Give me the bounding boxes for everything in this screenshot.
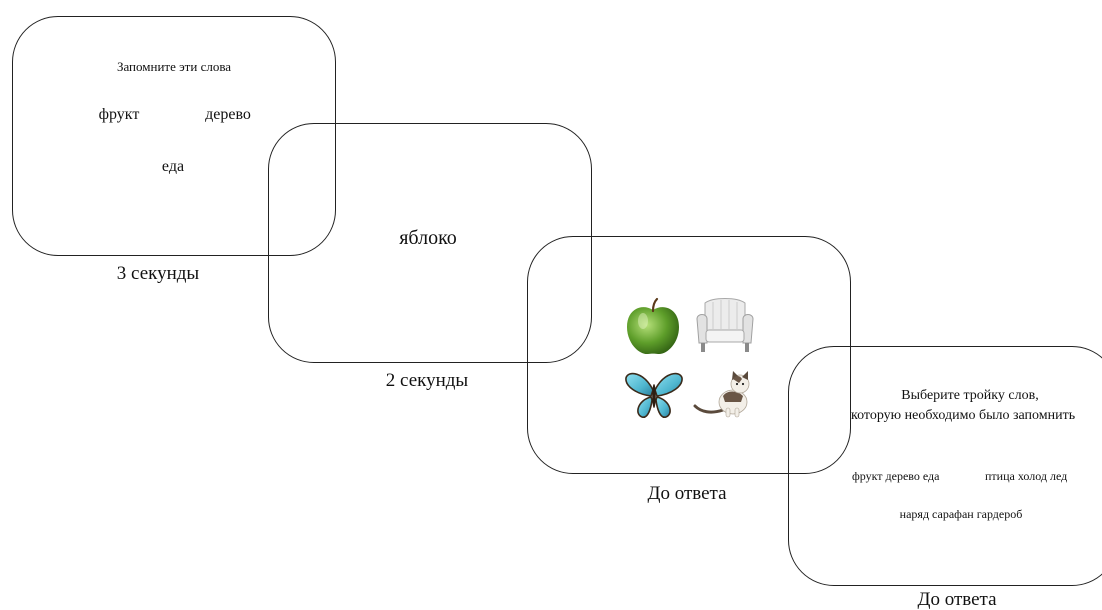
screen-2-frame [268, 123, 592, 363]
apple-picture [627, 297, 679, 355]
butterfly-picture [625, 372, 683, 418]
screen-4-instruction-line-1: Выберите тройку слов, [901, 388, 1039, 403]
screen-4-caption: До ответа [917, 589, 997, 610]
screen-1-instruction: Запомните эти слова [116, 59, 232, 74]
screen-1-frame [12, 16, 336, 256]
cat-picture [693, 371, 750, 418]
screen-1-word-fruit: фрукт [98, 106, 140, 123]
screen-4-option-1: фрукт дерево еда [852, 469, 940, 483]
screen-2-word: яблоко [399, 227, 457, 249]
screen-1-word-food: еда [161, 158, 185, 175]
screen-4-instruction-line-2: которую необходимо было запомнить [851, 408, 1076, 423]
screen-3-frame [527, 236, 851, 474]
screen-1-caption: 3 секунды [116, 263, 200, 284]
armchair-picture [696, 298, 754, 352]
screen-2-caption: 2 секунды [385, 370, 469, 391]
screen-4-option-2: птица холод лед [985, 469, 1068, 483]
screen-1-word-tree: дерево [205, 106, 251, 123]
screen-4-option-3: наряд сарафан гардероб [899, 507, 1023, 521]
screen-4-frame [788, 346, 1102, 586]
screen-3-caption: До ответа [647, 483, 727, 504]
